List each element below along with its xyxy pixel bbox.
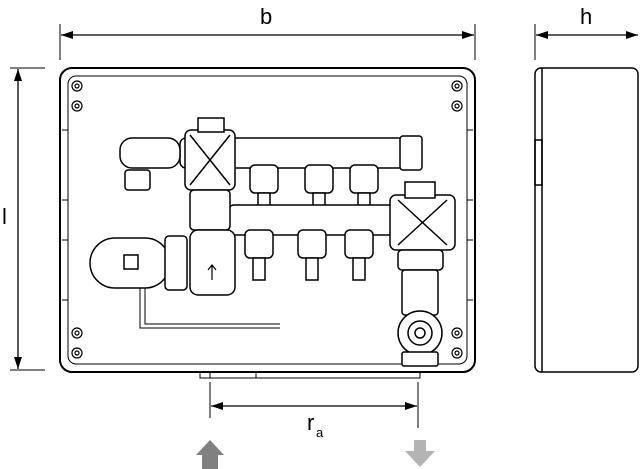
return-arrow-down-icon [405, 440, 435, 467]
label-h: h [580, 4, 592, 29]
dimension-ra: r a [209, 382, 419, 440]
label-b: b [260, 4, 272, 29]
label-l: l [2, 204, 7, 229]
dimension-b: b [59, 4, 476, 60]
manifold-assembly [89, 117, 456, 367]
label-r: r [307, 410, 314, 435]
dimension-h: h [534, 4, 638, 60]
dimension-l: l [2, 67, 45, 371]
box-side-view [534, 67, 639, 373]
label-subscript-a: a [316, 425, 324, 440]
box-front-view [59, 67, 476, 379]
supply-arrow-up-icon [196, 440, 224, 469]
screw-holes [71, 80, 463, 359]
